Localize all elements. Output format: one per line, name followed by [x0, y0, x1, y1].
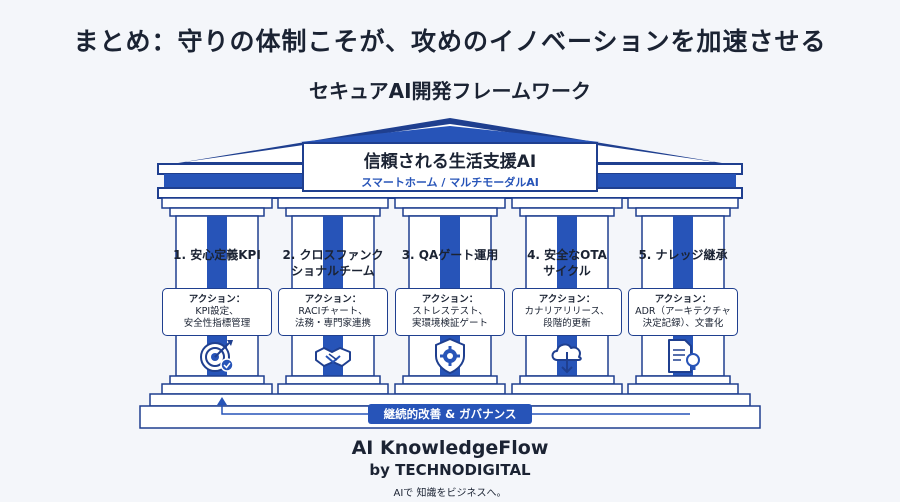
brand-tagline: AIで 知識をビジネスへ。 [393, 488, 507, 499]
pillar-3-action-label: アクション： [421, 294, 479, 305]
pediment-subtitle: スマートホーム / マルチモーダルAI [361, 176, 539, 189]
pillar-2-action-line-1: RACIチャート、 [298, 306, 368, 317]
pillar-4-action-line-1: カナリアリリース、 [524, 306, 610, 317]
loop-arrow [221, 404, 368, 415]
framework-title: セキュアAI開発フレームワーク [309, 79, 591, 103]
shield-gear-icon [430, 336, 470, 376]
pediment-box: 信頼される生活支援AI スマートホーム / マルチモーダルAI [302, 142, 598, 192]
pillar-3-action-line-2: 実環境検証ゲート [411, 318, 488, 329]
pillar-5-title: 5. ナレッジ継承 [623, 247, 743, 263]
pillar-2-title: 2. クロスファンク ショナルチーム [273, 247, 393, 279]
pillar-1-action-line-2: 安全性指標管理 [183, 318, 251, 329]
pillar-1-action-box: アクション： KPI設定、 安全性指標管理 [162, 288, 272, 336]
pillar-3-action-box: アクション： ストレステスト、 実環境検証ゲート [395, 288, 505, 336]
pillar-2-action-box: アクション： RACIチャート、 法務・専門家連携 [278, 288, 388, 336]
cloud-update-icon [547, 336, 587, 376]
pillar-3-title-line-1: 3. QAゲート運用 [401, 248, 499, 262]
foundation-banner: 継続的改善 & ガバナンス [368, 404, 532, 424]
page-title: まとめ：守りの体制こそが、攻めのイノベーションを加速させる [73, 27, 827, 56]
pillar-5-action-line-1: ADR（アーキテクチャ [635, 306, 731, 317]
pediment-title: 信頼される生活支援AI [363, 152, 537, 172]
pillar-1-title: 1. 安心定義KPI [157, 247, 277, 263]
pillar-1-title-line-1: 1. 安心定義KPI [173, 248, 261, 262]
pillar-5-action-line-2: 決定記録）、文書化 [642, 318, 724, 329]
pillar-4-title-line-2: サイクル [543, 264, 591, 278]
brand-name: AI KnowledgeFlow [351, 437, 549, 459]
loop-arrowhead [217, 397, 227, 405]
pillar-2-action-label: アクション： [304, 294, 362, 305]
pillar-4-action-box: アクション： カナリアリリース、 段階的更新 [512, 288, 622, 336]
pillar-3-action-line-1: ストレステスト、 [412, 306, 488, 317]
pillar-3-title: 3. QAゲート運用 [390, 247, 510, 263]
column-4 [511, 197, 623, 395]
handshake-icon [313, 336, 353, 376]
roof-band [300, 126, 600, 142]
pillar-5-action-box: アクション： ADR（アーキテクチャ 決定記録）、文書化 [628, 288, 738, 336]
brand-by: by TECHNODIGITAL [369, 461, 531, 479]
pillar-4-title: 4. 安全なOTA サイクル [507, 247, 627, 279]
target-icon [197, 336, 237, 376]
pillar-5-action-label: アクション： [654, 294, 712, 305]
pillar-2-title-line-2: ショナルチーム [291, 264, 375, 278]
pillar-2-title-line-1: 2. クロスファンク [282, 248, 384, 262]
pillar-5-title-line-1: 5. ナレッジ継承 [638, 248, 728, 262]
pillar-4-action-line-2: 段階的更新 [543, 318, 591, 329]
pillar-1-action-line-1: KPI設定、 [195, 306, 239, 317]
pillar-4-title-line-1: 4. 安全なOTA [527, 248, 607, 262]
pillar-2-action-line-2: 法務・専門家連携 [294, 318, 371, 329]
pillar-4-action-label: アクション： [538, 294, 596, 305]
pillar-1-action-label: アクション： [188, 294, 246, 305]
document-idea-icon [663, 336, 703, 376]
